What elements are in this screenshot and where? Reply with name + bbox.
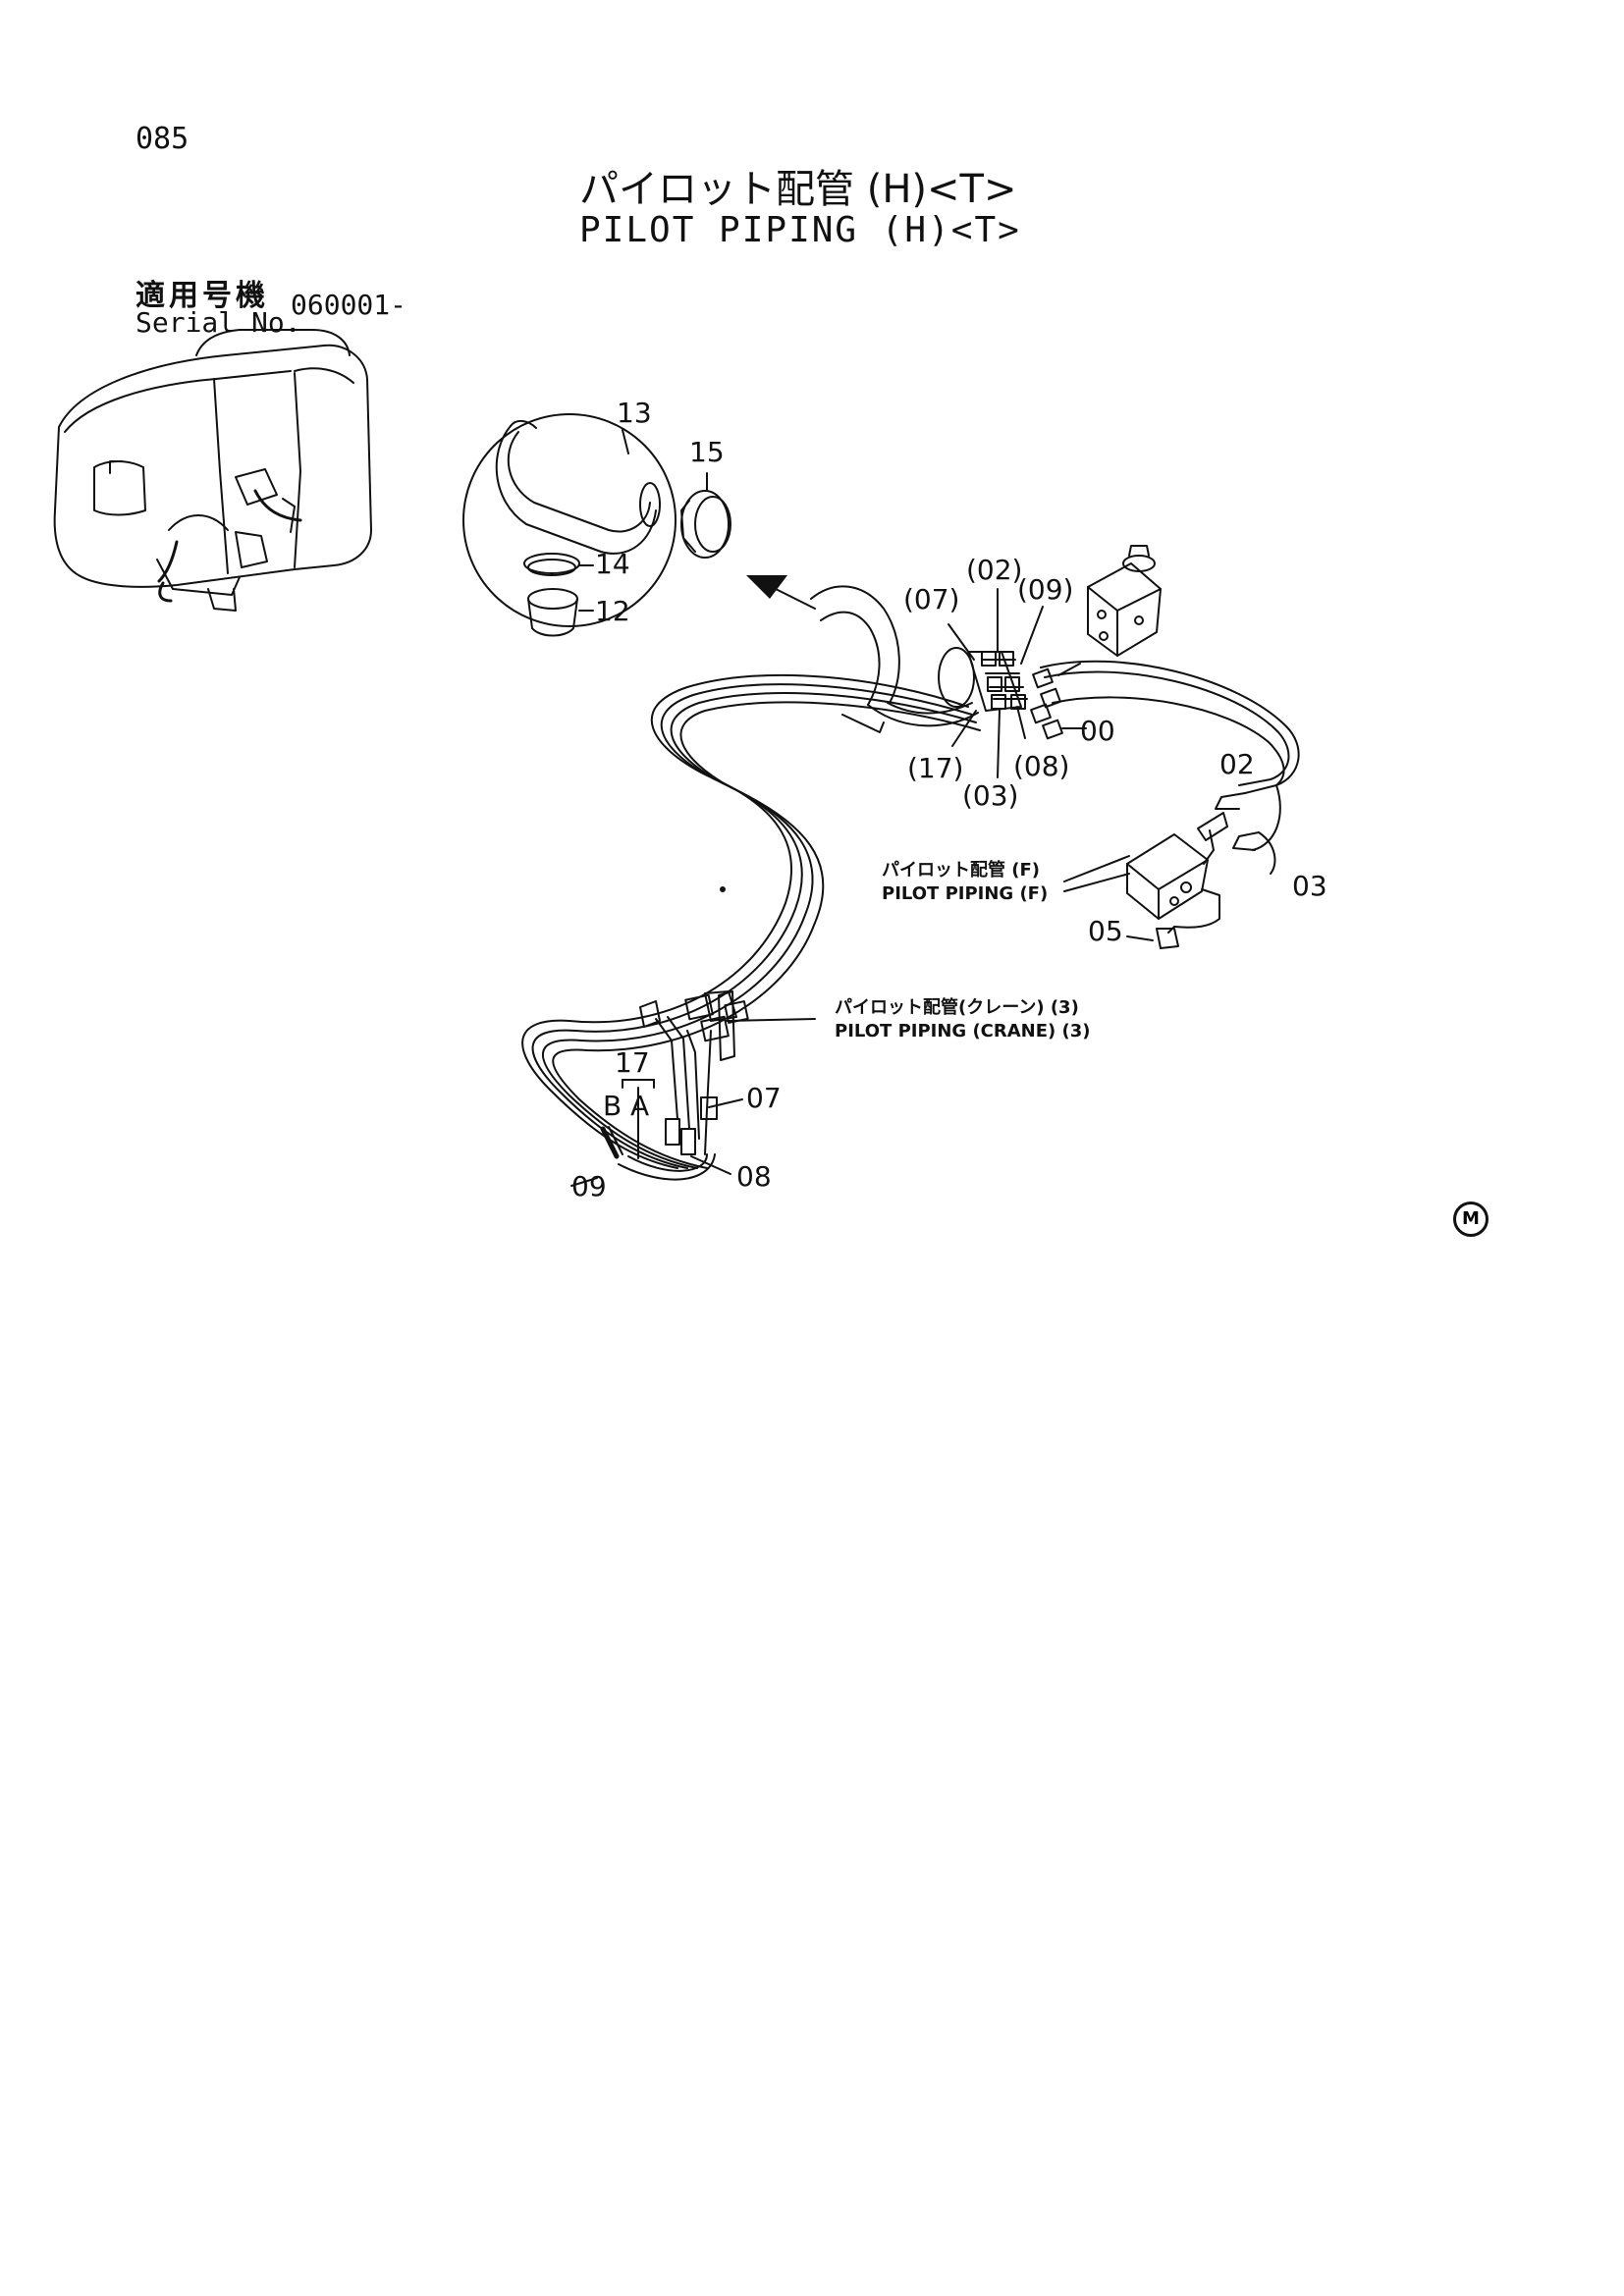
subassembly-notes: パイロット配管 (F) PILOT PIPING (F) パイロット配管(クレー… [835,859,1091,1041]
callout-12: 12 [595,595,630,627]
callout-08: 08 [736,1160,772,1193]
note-pilot-piping-f-en: PILOT PIPING (F) [882,883,1048,904]
callout-02-paren: (02) [966,554,1022,586]
callout-17: 17 [615,1046,650,1079]
callout-a: A [630,1090,649,1122]
pilot-valve [1087,545,1162,657]
callout-labels: 13 15 14 12 (07) (02) (09) 00 (17) (03) … [571,397,1327,1202]
revision-mark: M [1453,1201,1489,1237]
page-title-en: PILOT PIPING (H)<T> [579,210,1021,250]
detail-circle [462,413,731,637]
callout-b: B [603,1090,622,1122]
note-pilot-piping-crane-en: PILOT PIPING (CRANE) (3) [835,1021,1091,1041]
callout-09-paren: (09) [1017,573,1073,606]
manifold-block [938,588,1087,778]
callout-15: 15 [689,436,725,468]
detail-arrow-head [746,575,787,599]
callout-09: 09 [571,1170,607,1202]
callout-03: 03 [1292,870,1327,902]
callout-14: 14 [595,548,630,580]
callout-03-paren: (03) [962,779,1018,812]
page-number: 085 [135,122,189,156]
note-pilot-piping-crane-jp: パイロット配管(クレーン) (3) [835,996,1079,1018]
note-pilot-piping-f-jp: パイロット配管 (F) [882,859,1040,881]
callout-08-paren: (08) [1013,750,1069,782]
callout-02: 02 [1219,748,1255,780]
callout-17-paren: (17) [907,752,963,784]
callout-05: 05 [1088,915,1123,947]
callout-00: 00 [1080,715,1115,747]
serial-label-en: Serial No. [135,306,301,339]
serial-label-jp: 適用号機 [135,279,269,313]
machine-overview-illustration [53,329,372,612]
pilot-piping-f-block [1063,812,1228,949]
callout-07-paren: (07) [903,583,959,615]
callout-07: 07 [746,1082,782,1114]
page-title-jp: パイロット配管 (H)<T> [579,167,1017,212]
pilot-piping-crane-cluster [570,990,816,1187]
callout-13: 13 [617,397,652,429]
serial-value: 060001- [291,289,407,321]
pilot-hose-bundle [521,660,1300,1169]
